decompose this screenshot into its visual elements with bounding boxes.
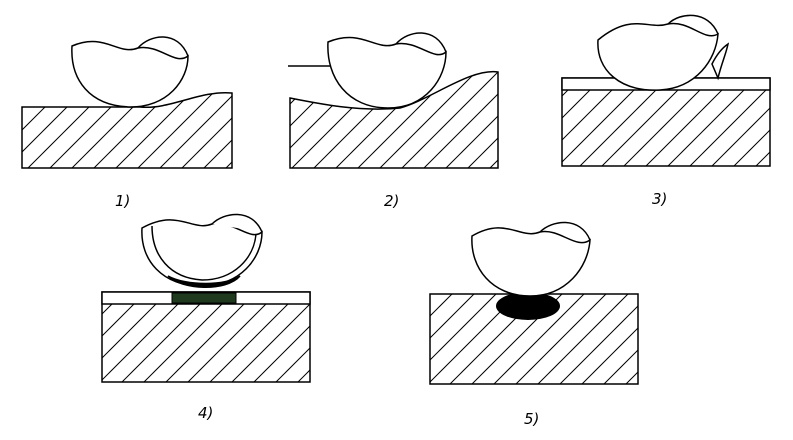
particle <box>471 221 591 297</box>
transfer-layer <box>171 292 237 304</box>
wear-deposit <box>167 275 241 288</box>
particle <box>327 32 447 109</box>
panel-1: 1) <box>21 36 233 210</box>
panel-label: 5) <box>524 410 539 428</box>
panel-4: 4) <box>101 213 311 422</box>
panel-5: 5) <box>429 221 639 428</box>
panel-label: 2) <box>384 192 399 210</box>
panel-label: 4) <box>198 404 213 422</box>
substrate-block <box>101 291 311 383</box>
panel-2: 2) <box>288 32 499 210</box>
panel-label: 3) <box>652 190 667 208</box>
particle <box>71 36 189 108</box>
wear-scar <box>496 292 560 320</box>
substrate-block <box>561 77 771 167</box>
particle <box>597 14 730 91</box>
panel-label: 1) <box>115 192 130 210</box>
particle <box>141 213 263 288</box>
panel-3: 3) <box>561 14 771 208</box>
substrate-block <box>21 91 233 169</box>
